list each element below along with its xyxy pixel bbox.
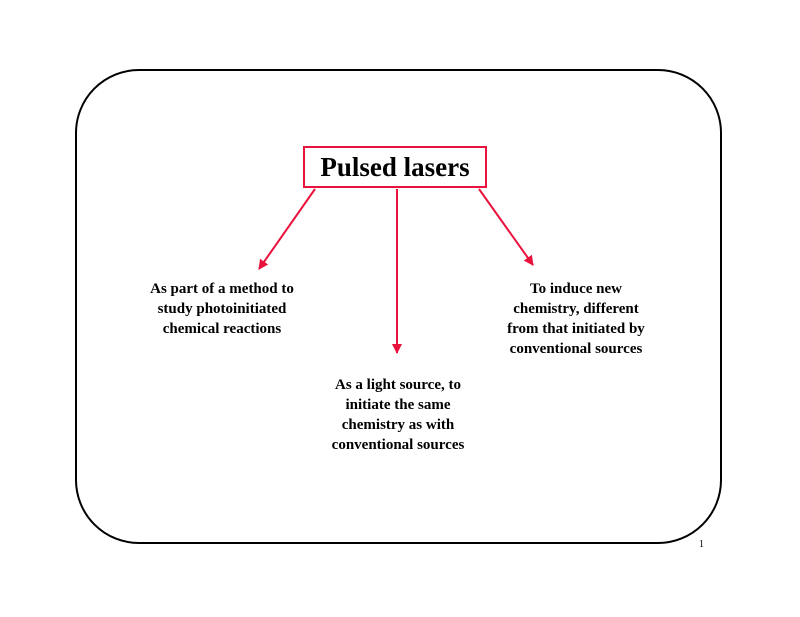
arrow-right — [478, 188, 534, 266]
branch-middle-text: As a light source, to initiate the same … — [298, 375, 498, 455]
branch-left-text: As part of a method to study photoinitia… — [122, 279, 322, 339]
branch-line: chemistry as with — [341, 417, 455, 433]
branch-line: initiate the same — [345, 397, 451, 413]
branch-line: To induce new — [530, 281, 622, 297]
title-box: Pulsed lasers — [303, 146, 487, 188]
branch-line: from that initiated by — [507, 321, 645, 337]
branch-line: As part of a method to — [150, 281, 294, 297]
arrow-left — [258, 188, 316, 270]
diagram-title: Pulsed lasers — [320, 151, 470, 182]
branch-line: chemistry, different — [513, 301, 639, 317]
branch-line: conventional sources — [331, 437, 465, 453]
page-number: 1 — [699, 539, 704, 550]
branch-line: As a light source, to — [335, 377, 461, 393]
slide-frame — [75, 69, 722, 544]
branch-line: chemical reactions — [162, 321, 282, 337]
branch-line: study photoinitiated — [157, 301, 287, 317]
branch-line: conventional sources — [509, 341, 643, 357]
branch-right-text: To induce new chemistry, different from … — [476, 279, 676, 359]
